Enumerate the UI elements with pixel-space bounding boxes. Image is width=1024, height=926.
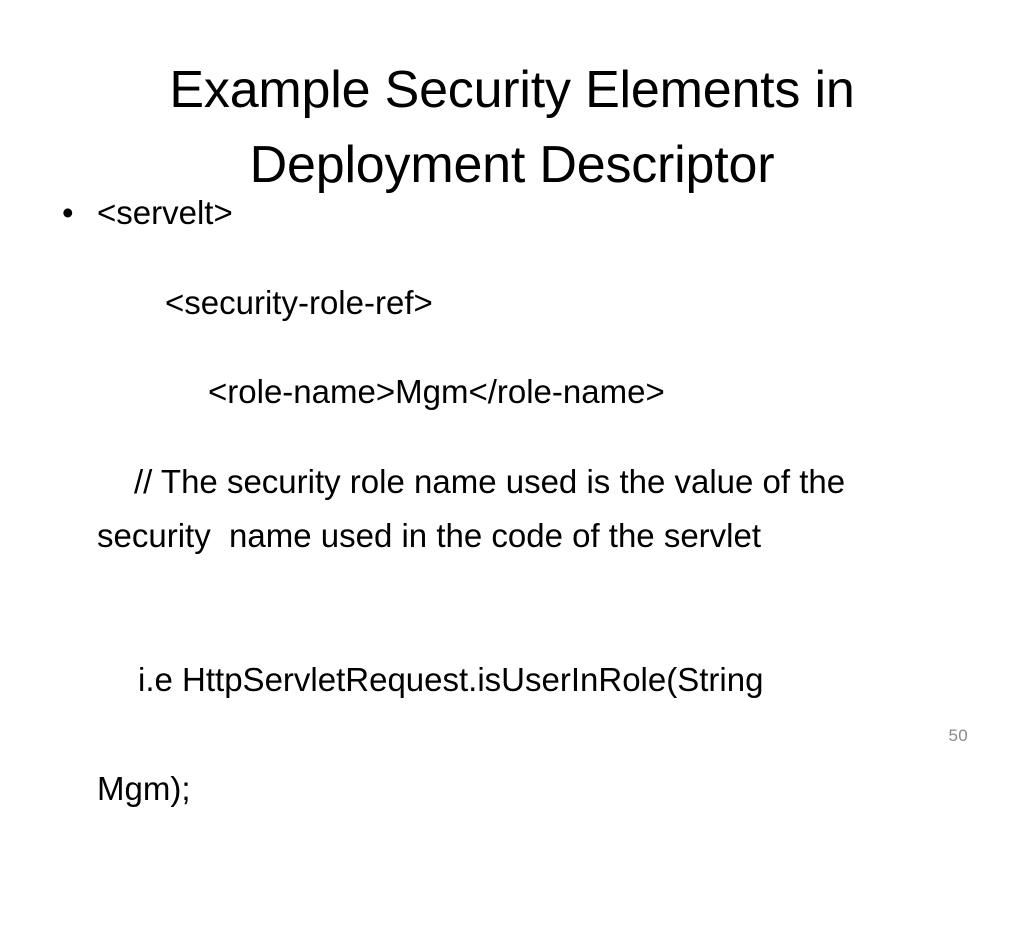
code-line-role-name: <role-name>Mgm</role-name> [208,373,665,411]
example-usage-line-2: Mgm); [97,769,191,807]
slide-canvas: Example Security Elements in Deployment … [62,60,968,807]
example-usage-paragraph: i.e HttpServletRequest.isUserInRole(Stri… [56,598,923,926]
list-item-label: <servelt> [97,194,233,231]
example-usage-line-1: i.e HttpServletRequest.isUserInRole(Stri… [138,660,764,698]
slide-body: • <servelt> <security-role-ref> <role-na… [56,186,956,926]
code-line-security-role-ref: <security-role-ref> [165,283,433,321]
page-title: Example Security Elements in Deployment … [169,60,855,194]
code-comment-paragraph: // The security role name used is the va… [97,462,855,555]
slide-number: 50 [948,726,968,745]
list-item: • <servelt> [56,186,956,241]
bullet-dot-icon: • [62,194,74,231]
